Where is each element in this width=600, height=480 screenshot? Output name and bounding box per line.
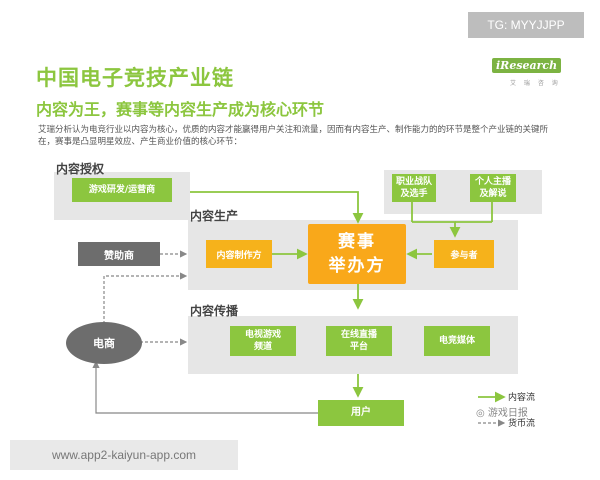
tv-channel-line1: 电视游戏 [244, 330, 281, 340]
developer-node: 游戏研发/运营商 [72, 178, 172, 202]
iresearch-logo: iResearch 艾 瑞 咨 询 [492, 58, 566, 92]
esports-media-node: 电竞媒体 [424, 326, 490, 356]
logo-cn: 艾 瑞 咨 询 [510, 80, 561, 87]
tv-channel-line2: 频道 [253, 342, 272, 352]
page-title: 中国电子竞技产业链 [36, 66, 234, 90]
description: 艾瑞分析认为电竞行业以内容为核心，优质的内容才能赢得用户关注和流量，因而有内容生… [38, 125, 549, 147]
legend-content-flow: 内容流 [508, 393, 536, 403]
pro-teams-node: 职业战队 及选手 [392, 174, 436, 202]
streamers-line2: 及解说 [479, 189, 507, 199]
organizer-line1: 赛事 [338, 232, 376, 252]
corner-mark: ◎ 游戏日报 [476, 404, 528, 419]
users-node: 用户 [318, 400, 404, 426]
corner-mark-text: 游戏日报 [487, 408, 528, 419]
legend-money-flow: 货币流 [508, 419, 536, 429]
streamers-node: 个人主播 及解说 [470, 174, 516, 202]
streamers-line1: 个人主播 [474, 177, 511, 187]
ecommerce-node: 电商 [66, 322, 142, 364]
telegram-badge: TG: MYYJJPP [468, 12, 584, 38]
pro-teams-line2: 及选手 [400, 189, 428, 199]
sponsor-node: 赞助商 [78, 242, 160, 266]
live-platform-line1: 在线直播 [340, 330, 377, 340]
tv-channel-node: 电视游戏 频道 [230, 326, 296, 356]
organizer-node: 赛事 举办方 [308, 224, 406, 284]
pro-teams-line1: 职业战队 [395, 177, 432, 187]
organizer-line2: 举办方 [328, 256, 386, 276]
participants-node: 参与者 [434, 240, 494, 268]
licensing-label: 内容授权 [56, 162, 105, 176]
page-subtitle: 内容为王，赛事等内容生产成为核心环节 [36, 100, 325, 119]
logo-brand: iResearch [492, 58, 562, 73]
live-platform-node: 在线直播 平台 [326, 326, 392, 356]
producer-node: 内容制作方 [206, 240, 272, 268]
distribution-label: 内容传播 [190, 304, 239, 318]
live-platform-line2: 平台 [349, 342, 368, 352]
corner-mark-icon: ◎ [476, 408, 485, 419]
site-watermark: www.app2-kaiyun-app.com [10, 440, 238, 470]
production-label: 内容生产 [190, 209, 239, 223]
